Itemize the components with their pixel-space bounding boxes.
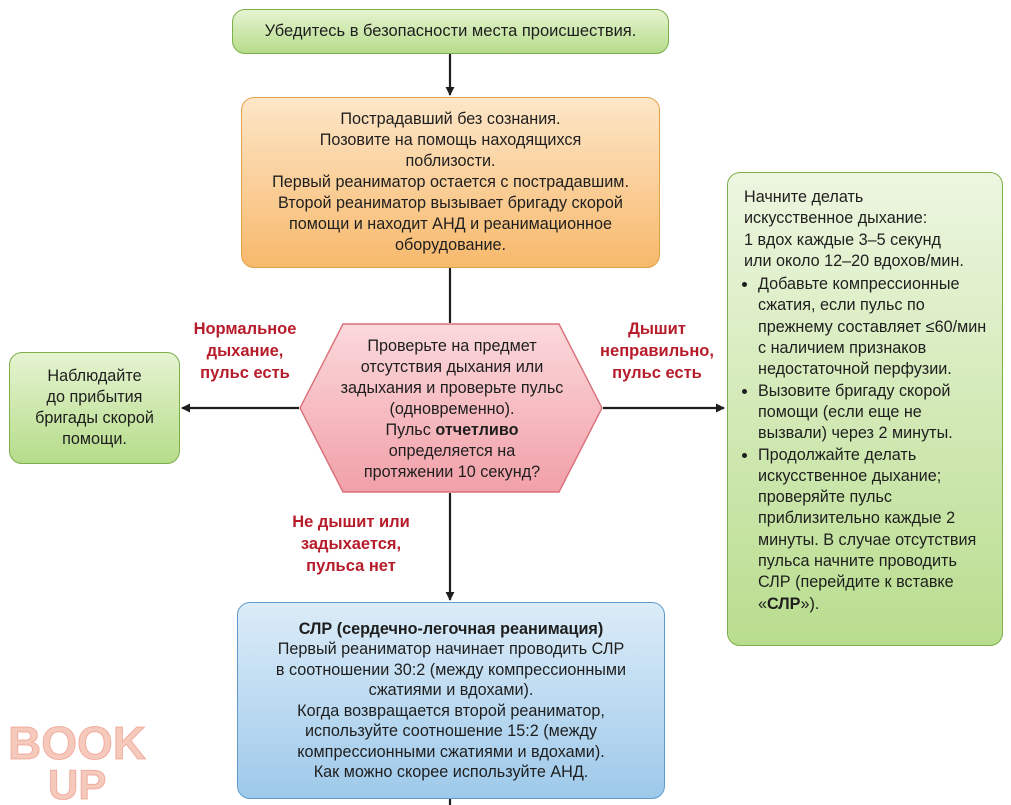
cpr-line: в соотношении 30:2 (между компрессионным… [275,660,627,679]
observe-line: помощи. [62,430,127,448]
label-line: Не дышит или [292,513,410,531]
unconscious-line: поблизости. [405,152,496,170]
cpr-line: компрессионными сжатиями и вдохами). [297,742,605,761]
label-line: пульса нет [306,557,396,575]
bookup-watermark-logo: BOOK UP [8,717,147,801]
label-line: дыхание, [206,342,284,360]
cpr-title: СЛР (сердечно-легочная реанимация) [298,619,604,638]
watermark-line: UP [48,761,106,800]
watermark-line: BOOK [8,717,146,769]
label-line: Дышит [628,320,686,338]
step-ensure-safety: Убедитесь в безопасности места происшест… [232,9,669,54]
breathing-bullet: Вызовите бригаду скорой помощи (если еще… [758,381,992,445]
decision-line: Пульс отчетливо [385,420,518,441]
cpr-line: сжатиями и вдохами). [368,681,534,699]
decision-pulse-prefix: Пульс [385,420,436,439]
step-cpr: СЛР (сердечно-легочная реанимация) Первы… [237,602,665,799]
breathing-intro-line: 1 вдох каждые 3–5 секунд [744,230,941,249]
step-observe: Наблюдайте до прибытия бригады скорой по… [9,352,180,464]
label-line: Нормальное [193,320,297,338]
label-line: задыхается, [300,535,402,553]
breathing-bullet-text: Продолжайте делать искусственное дыхание… [758,445,977,613]
decision-line: (одновременно). [389,399,515,418]
unconscious-line: Пострадавший без сознания. [340,110,561,128]
breathing-bullet: Добавьте компрессионные сжатия, если пул… [758,274,992,380]
cpr-line: используйте соотношение 15:2 (между [305,722,597,740]
decision-emphasis: отчетливо [435,420,519,439]
decision-line: задыхания и проверьте пульс [340,378,564,397]
decision-line: Проверьте на предмет [367,336,537,355]
breathing-bullet-emphasis: СЛР [767,594,801,613]
breathing-intro-line: или около 12–20 вдохов/мин. [744,251,964,270]
label-line: пульс есть [612,364,702,382]
label-abnormal-breathing: Дышит неправильно, пульс есть [592,318,722,384]
cpr-line: Первый реаниматор начинает проводить СЛР [277,640,625,658]
label-no-breathing: Не дышит или задыхается, пульса нет [276,511,426,577]
decision-line: отсутствия дыхания или [360,357,544,376]
cpr-line: Как можно скорее используйте АНД. [313,763,589,781]
observe-line: до прибытия [46,388,143,406]
decision-line: протяжении 10 секунд? [363,462,541,481]
breathing-bullet-text: »). [800,594,820,613]
decision-hexagon [299,323,603,493]
unconscious-line: Второй реаниматор вызывает бригаду скоро… [278,194,623,212]
breathing-bullets: Добавьте компрессионные сжатия, если пул… [744,274,992,615]
cpr-line: Когда возвращается второй реаниматор, [297,701,605,720]
breathing-intro-line: искусственное дыхание: [744,209,928,228]
label-line: пульс есть [200,364,290,382]
label-line: неправильно, [600,342,714,360]
unconscious-line: Позовите на помощь находящихся [319,131,582,149]
breathing-intro-line: Начните делать [744,188,864,206]
unconscious-line: Первый реаниматор остается с пострадавши… [272,173,629,191]
breathing-bullet: Продолжайте делать искусственное дыхание… [758,445,992,615]
unconscious-line: помощи и находит АНД и реанимационное [288,215,612,233]
step-rescue-breathing: Начните делать искусственное дыхание: 1 … [727,172,1003,646]
safety-text: Убедитесь в безопасности места происшест… [264,22,637,40]
step-victim-unconscious: Пострадавший без сознания. Позовите на п… [241,97,660,268]
decision-text: Проверьте на предмет отсутствия дыхания … [330,334,574,484]
unconscious-line: оборудование. [394,236,506,254]
observe-line: бригады скорой [35,409,154,427]
label-normal-breathing: Нормальное дыхание, пульс есть [180,318,310,384]
observe-line: Наблюдайте [47,367,142,385]
breathing-intro: Начните делать искусственное дыхание: 1 … [744,187,964,272]
decision-line: определяется на [388,441,516,460]
